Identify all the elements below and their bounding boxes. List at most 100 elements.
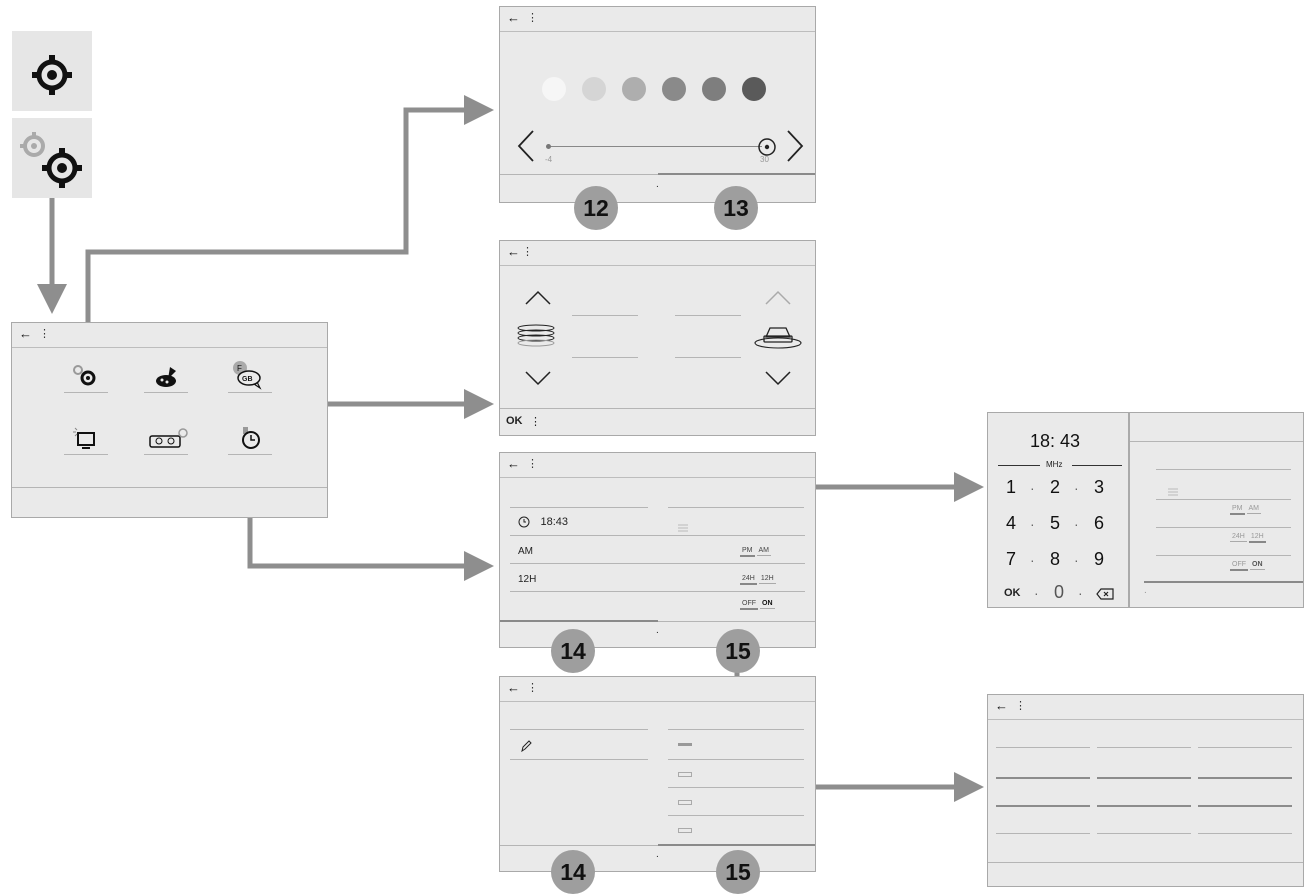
key-2[interactable]: 2 (1050, 477, 1061, 497)
menu-dots-icon[interactable]: ⋮ (527, 682, 538, 694)
brightness-slider-track[interactable] (548, 146, 762, 147)
toggle-option[interactable]: OFF (740, 600, 758, 610)
key-4[interactable]: 4 (1006, 513, 1017, 533)
chevron-left-icon[interactable] (516, 129, 536, 168)
chevron-down-right-icon[interactable] (764, 369, 792, 392)
brightness-screen: ← ⋮ -4 30 . (499, 6, 816, 203)
menu-dots-icon[interactable]: ⋮ (527, 12, 538, 24)
advanced-settings-tile[interactable] (12, 118, 92, 198)
page-dot: . (656, 625, 659, 636)
row-line (1156, 499, 1291, 500)
key-separator: · (1074, 480, 1079, 496)
row-line (1130, 441, 1303, 442)
grid-cell-line[interactable] (1097, 833, 1191, 834)
adjustment-screen: ← ⋮ OK ⋮ (499, 240, 816, 436)
toggle-option[interactable]: 24H (740, 575, 757, 585)
screen-header: ← ⋮ (500, 677, 815, 702)
key-separator: · (1078, 585, 1083, 601)
back-icon[interactable]: ← (507, 10, 520, 25)
page-dot: . (1144, 585, 1147, 596)
back-icon[interactable]: ← (507, 680, 520, 695)
settings-tile[interactable] (12, 31, 92, 111)
chevron-up-left-icon[interactable] (524, 289, 552, 312)
row-line (1156, 555, 1291, 556)
grid-cell-line[interactable] (1097, 747, 1191, 748)
page-dot: . (656, 179, 659, 190)
row-line (510, 591, 805, 592)
toggle-option[interactable]: ON (760, 600, 775, 609)
menu-dots-icon[interactable]: ⋮ (522, 246, 533, 258)
brightness-swatch[interactable] (702, 77, 726, 101)
section-line (668, 729, 804, 730)
brightness-swatch[interactable] (742, 77, 766, 101)
brightness-swatch[interactable] (542, 77, 566, 101)
brightness-swatch[interactable] (582, 77, 606, 101)
system-settings-item[interactable] (64, 361, 108, 393)
key-separator: · (1030, 516, 1035, 532)
clock-item[interactable] (228, 421, 272, 455)
chevron-down-left-icon[interactable] (524, 369, 552, 392)
keypad-ok-button[interactable]: OK (1004, 587, 1021, 599)
grid-cell-line[interactable] (1097, 805, 1191, 807)
grid-cell-line[interactable] (996, 747, 1090, 748)
badge-13: 13 (714, 186, 758, 230)
grid-cell-line[interactable] (1198, 747, 1292, 748)
back-icon[interactable]: ← (507, 456, 520, 471)
language-item[interactable]: F GB (226, 357, 274, 393)
key-8[interactable]: 8 (1050, 549, 1061, 569)
car-headlight-icon (752, 323, 804, 356)
time-row[interactable]: 18:43 (518, 513, 568, 533)
back-icon[interactable]: ← (19, 326, 32, 341)
suspension-icon (514, 323, 562, 354)
back-icon[interactable]: ← (995, 698, 1008, 713)
toggle-option[interactable]: 12H (758, 575, 776, 584)
units-item[interactable] (144, 423, 194, 455)
page-indicator-bar (658, 844, 815, 846)
key-3[interactable]: 3 (1094, 477, 1105, 497)
grid-cell-line[interactable] (1097, 777, 1191, 779)
backspace-icon[interactable] (1096, 587, 1114, 605)
toggle-option: AM (1246, 505, 1261, 514)
slider-min-dot (546, 144, 551, 149)
chevron-up-right-icon[interactable] (764, 289, 792, 312)
footer-menu-dots-icon[interactable]: ⋮ (530, 416, 541, 428)
screen-header: ← ⋮ (500, 453, 815, 478)
menu-dots-icon[interactable]: ⋮ (1015, 700, 1026, 712)
key-5[interactable]: 5 (1050, 513, 1061, 533)
chevron-right-icon[interactable] (785, 129, 805, 168)
grid-cell-line[interactable] (1198, 777, 1292, 779)
key-7[interactable]: 7 (1006, 549, 1017, 569)
screen-header: ← ⋮ (988, 695, 1303, 720)
key-9[interactable]: 9 (1094, 549, 1105, 569)
brightness-swatch[interactable] (622, 77, 646, 101)
pencil-icon[interactable] (520, 739, 532, 758)
brightness-swatch[interactable] (662, 77, 686, 101)
theme-item[interactable] (144, 361, 188, 393)
menu-dots-icon[interactable]: ⋮ (39, 328, 50, 340)
display-item[interactable] (64, 423, 108, 455)
ok-button[interactable]: OK (506, 415, 523, 427)
list-bar-icon (678, 743, 692, 746)
grid-cell-line[interactable] (996, 805, 1090, 807)
section-line (510, 729, 648, 730)
language-bubble-icon: F GB (233, 361, 262, 390)
grid-cell-line[interactable] (996, 777, 1090, 779)
key-separator: · (1030, 552, 1035, 568)
grid-cell-line[interactable] (1198, 833, 1292, 834)
key-6[interactable]: 6 (1094, 513, 1105, 533)
toggle-option[interactable]: AM (756, 547, 771, 556)
clock-icon (242, 427, 260, 449)
back-icon[interactable]: ← (507, 244, 520, 259)
slider-knob-icon[interactable] (757, 137, 777, 162)
menu-dots-icon[interactable]: ⋮ (527, 458, 538, 470)
key-1[interactable]: 1 (1006, 477, 1017, 497)
time-display: 18: 43 (1030, 431, 1081, 451)
grid-cell-line[interactable] (996, 833, 1090, 834)
row-line (1156, 469, 1291, 470)
key-0[interactable]: 0 (1054, 582, 1065, 602)
toggle-option[interactable]: PM (740, 547, 755, 557)
grid-cell-line[interactable] (1198, 805, 1292, 807)
